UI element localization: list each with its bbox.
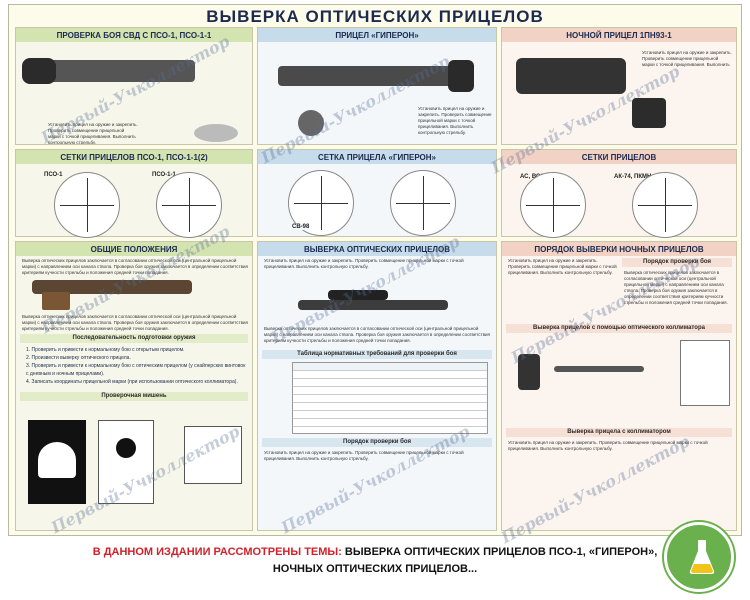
steps-list: 1. Проверить и привести к нормальному бо… <box>26 346 246 386</box>
night-procedure-header: ПОРЯДОК ВЫВЕРКИ НОЧНЫХ ПРИЦЕЛОВ <box>502 242 736 256</box>
general-intro: Выверка оптических прицелов заключается … <box>22 258 248 275</box>
collimator2-header: Выверка прицела с коллиматором <box>506 428 732 437</box>
night-scope-image <box>516 58 626 94</box>
sequence-header: Последовательность подготовки оружия <box>20 334 248 343</box>
collimator-rifle-image <box>554 366 644 372</box>
pso-drum-image <box>194 124 238 142</box>
panel-night-header: НОЧНОЙ ПРИЦЕЛ 1ПН93-1 <box>502 28 736 42</box>
poster: ВЫВЕРКА ОПТИЧЕСКИХ ПРИЦЕЛОВ ПРОВЕРКА БОЯ… <box>8 4 742 536</box>
panel-general: ОБЩИЕ ПОЛОЖЕНИЯ Выверка оптических прице… <box>15 241 253 531</box>
order-header: Порядок проверки боя <box>262 438 492 447</box>
reticle-pso1 <box>54 172 120 238</box>
norms-table-header: Таблица нормативных требований для прове… <box>262 350 492 359</box>
reticle-label-ak74: АК-74, ПКМН, СВД <box>614 174 668 180</box>
panel-night: НОЧНОЙ ПРИЦЕЛ 1ПН93-1 Установить прицел … <box>501 27 737 145</box>
hyperon-eyepiece-image <box>448 60 474 92</box>
hyperon-legend: Установить прицел на оружие и закрепить.… <box>418 106 492 135</box>
night-text-1: Установить прицел на оружие и закрепить.… <box>508 258 617 275</box>
step-4: 4. Записать координаты прицельной марки … <box>26 379 238 385</box>
panel-pso-header: ПРОВЕРКА БОЯ СВД С ПСО-1, ПСО-1-1 <box>16 28 252 42</box>
reticles-hyperon-header: СЕТКА ПРИЦЕЛА «ГИПЕРОН» <box>258 150 496 164</box>
footer-topics-1: ВЫВЕРКА ОПТИЧЕСКИХ ПРИЦЕЛОВ ПСО-1, «ГИПЕ… <box>344 546 658 558</box>
panel-reticles-night: СЕТКИ ПРИЦЕЛОВ АС, ВСС АК-74, ПКМН, СВД <box>501 149 737 238</box>
step-2: 2. Произвести выверку оптического прицел… <box>26 355 131 361</box>
pso-eyepiece-image <box>22 58 56 84</box>
flask-logo <box>664 522 734 592</box>
panel-pso: ПРОВЕРКА БОЯ СВД С ПСО-1, ПСО-1-1 Устано… <box>15 27 253 145</box>
night-mount-image <box>632 98 666 128</box>
collimator-header: Выверка прицелов с помощью оптического к… <box>506 324 732 333</box>
reticle-label-pso1: ПСО-1 <box>44 172 63 178</box>
alignment-text: Установить прицел на оружие и закрепить.… <box>264 258 464 269</box>
panel-reticles-hyperon: СЕТКА ПРИЦЕЛА «ГИПЕРОН» СВ-98 <box>257 149 497 237</box>
reticle-label-as: АС, ВСС <box>520 174 545 180</box>
pso-legend: Установить прицел на оружие и закрепить.… <box>48 122 138 144</box>
black-target-aim <box>38 442 76 478</box>
panel-alignment: ВЫВЕРКА ОПТИЧЕСКИХ ПРИЦЕЛОВ Установить п… <box>257 241 497 531</box>
reticle-label-pso11: ПСО-1-1 <box>152 172 176 178</box>
hyperon-knob-image <box>298 110 324 136</box>
hyperon-scope-image <box>278 66 468 86</box>
reticle-hyperon-2 <box>390 170 456 236</box>
sv98-scope-image <box>328 290 388 300</box>
panel-hyperon-header: ПРИЦЕЛ «ГИПЕРОН» <box>258 28 496 42</box>
flask-icon <box>689 540 715 574</box>
collimator-grid <box>680 340 730 406</box>
footer-topics-label: В ДАННОМ ИЗДАНИИ РАССМОТРЕНЫ ТЕМЫ: <box>92 546 342 558</box>
sv98-rifle-image <box>298 300 448 310</box>
general-header: ОБЩИЕ ПОЛОЖЕНИЯ <box>16 242 252 256</box>
target-header: Проверочная мишень <box>20 392 248 401</box>
reticle-pso11 <box>156 172 222 238</box>
norms-table <box>292 362 488 434</box>
night-text-3: Установить прицел на оружие и закрепить.… <box>508 440 708 451</box>
reticles-pso-header: СЕТКИ ПРИЦЕЛОВ ПСО-1, ПСО-1-1(2) <box>16 150 252 164</box>
reticles-night-header: СЕТКИ ПРИЦЕЛОВ <box>502 150 736 164</box>
svd-stock-image <box>42 292 70 310</box>
poster-title: ВЫВЕРКА ОПТИЧЕСКИХ ПРИЦЕЛОВ <box>206 7 544 26</box>
night-legend: Установить прицел на оружие и закрепить.… <box>642 50 732 67</box>
night-order-header: Порядок проверки боя <box>622 258 732 267</box>
pso-scope-image <box>30 60 195 82</box>
alignment-text-2: Выверка оптических прицелов заключается … <box>264 326 490 343</box>
reticle-ak74 <box>632 172 698 238</box>
footer-text: В ДАННОМ ИЗДАНИИ РАССМОТРЕНЫ ТЕМЫ: ВЫВЕР… <box>0 544 750 578</box>
grid-target <box>184 426 242 484</box>
collimator-image <box>518 354 540 390</box>
reticle-label-sv98: СВ-98 <box>292 224 310 230</box>
footer-topics-2: НОЧНЫХ ОПТИЧЕСКИХ ПРИЦЕЛОВ... <box>272 563 478 575</box>
order-text: Установить прицел на оружие и закрепить.… <box>264 450 464 461</box>
night-text-2: Выверка оптических прицелов заключается … <box>624 270 728 305</box>
white-target-aim <box>116 438 136 458</box>
svd-rifle-image <box>32 280 192 294</box>
step-3: 3. Проверить и привести к нормальному бо… <box>26 363 246 377</box>
white-target <box>98 420 154 504</box>
alignment-header: ВЫВЕРКА ОПТИЧЕСКИХ ПРИЦЕЛОВ <box>258 242 496 256</box>
panel-night-procedure: ПОРЯДОК ВЫВЕРКИ НОЧНЫХ ПРИЦЕЛОВ Порядок … <box>501 241 737 531</box>
reticle-as <box>520 172 586 238</box>
step-1: 1. Проверить и привести к нормальному бо… <box>26 347 185 353</box>
general-text: Выверка оптических прицелов заключается … <box>22 314 248 331</box>
panel-hyperon: ПРИЦЕЛ «ГИПЕРОН» Установить прицел на ор… <box>257 27 497 145</box>
panel-reticles-pso: СЕТКИ ПРИЦЕЛОВ ПСО-1, ПСО-1-1(2) ПСО-1 П… <box>15 149 253 238</box>
